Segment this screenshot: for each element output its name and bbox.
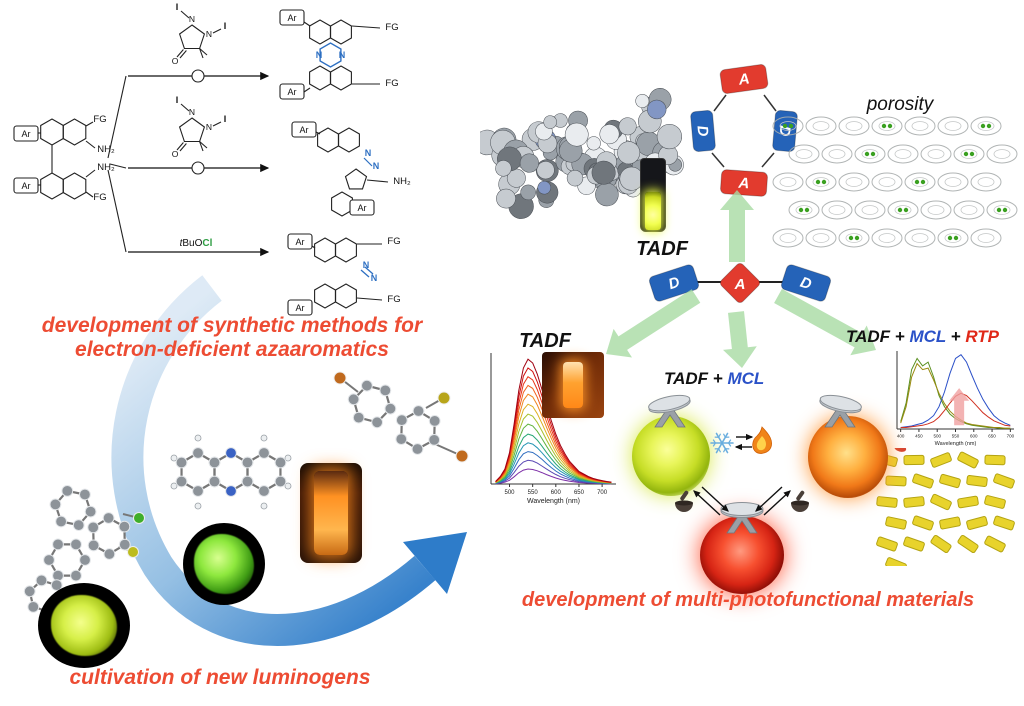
tadf-top-label: TADF	[636, 238, 688, 260]
svg-text:700: 700	[1007, 434, 1015, 439]
workflow-curved-arrow	[111, 275, 467, 646]
molecule-model-brominated	[333, 371, 469, 463]
full-tadf: TADF +	[846, 327, 910, 346]
svg-text:Ar: Ar	[288, 13, 297, 23]
svg-text:700: 700	[597, 490, 608, 496]
svg-text:A: A	[737, 175, 750, 193]
svg-text:500: 500	[505, 490, 516, 496]
svg-text:650: 650	[574, 490, 585, 496]
orange-vial	[314, 471, 348, 555]
tadf-mcl-mcl: MCL	[727, 369, 765, 388]
svg-text:Wavelength (nm): Wavelength (nm)	[527, 498, 580, 505]
svg-text:N: N	[371, 273, 378, 283]
caption-synthetic-line2: electron-deficient azaaromatics	[75, 337, 389, 361]
svg-text:A: A	[734, 276, 746, 293]
molecule-model-diazaacene	[170, 434, 292, 510]
svg-text:600: 600	[970, 434, 978, 439]
caption-synthetic-methods: development of synthetic methods for ele…	[8, 314, 456, 361]
svg-text:N: N	[189, 14, 195, 24]
svg-text:550: 550	[528, 490, 539, 496]
tadf-mcl-label: TADF + MCL	[664, 369, 764, 389]
svg-text:D: D	[694, 125, 712, 137]
svg-text:I: I	[176, 95, 179, 105]
svg-text:FG: FG	[93, 192, 106, 203]
svg-text:600: 600	[551, 490, 562, 496]
molecule-model-spiro	[23, 485, 145, 618]
svg-text:NH₂: NH₂	[97, 144, 115, 155]
svg-text:Wavelength (nm): Wavelength (nm)	[935, 441, 977, 446]
svg-text:O: O	[172, 56, 179, 66]
branching-arrows	[606, 190, 876, 368]
svg-text:N: N	[189, 107, 195, 117]
caption-materials: development of multi-photofunctional mat…	[521, 589, 975, 611]
svg-text:D: D	[666, 274, 682, 294]
svg-text:N: N	[206, 29, 212, 39]
yellow-powder	[632, 416, 710, 496]
tadf-mcl-tadf: TADF +	[664, 369, 728, 388]
svg-text:tBuOCl: tBuOCl	[180, 238, 213, 249]
crystal-packing	[875, 448, 1015, 566]
svg-text:450: 450	[915, 434, 923, 439]
orange-powder	[808, 416, 888, 498]
svg-text:550: 550	[952, 434, 960, 439]
svg-text:Ar: Ar	[22, 181, 31, 191]
svg-text:Ar: Ar	[296, 237, 305, 247]
svg-text:Ar: Ar	[22, 129, 31, 139]
green-crystals-photo	[183, 523, 265, 605]
svg-text:FG: FG	[385, 78, 398, 89]
svg-text:650: 650	[988, 434, 996, 439]
orange-vial-photo	[300, 463, 362, 563]
svg-text:Ar: Ar	[358, 203, 367, 213]
svg-text:FG: FG	[387, 236, 400, 247]
tadf-vial	[640, 158, 666, 232]
svg-text:N: N	[316, 50, 323, 60]
porous-network	[772, 116, 1018, 248]
svg-text:N: N	[365, 148, 372, 158]
svg-text:Ar: Ar	[288, 87, 297, 97]
svg-text:D: D	[798, 274, 814, 294]
full-plus: +	[945, 327, 966, 346]
svg-text:I: I	[224, 21, 227, 31]
svg-text:N: N	[339, 50, 346, 60]
svg-text:NH₂: NH₂	[393, 176, 411, 187]
porosity-label: porosity	[866, 94, 934, 115]
yellow-crystals	[50, 594, 118, 657]
tadf-mcl-rtp-label: TADF + MCL + RTP	[846, 327, 999, 347]
svg-text:N: N	[206, 122, 212, 132]
svg-text:400: 400	[897, 434, 905, 439]
red-powder	[700, 516, 784, 594]
svg-text:500: 500	[933, 434, 941, 439]
svg-text:N: N	[373, 161, 380, 171]
svg-text:I: I	[176, 2, 179, 12]
svg-text:Ar: Ar	[300, 125, 309, 135]
svg-text:Ar: Ar	[296, 303, 305, 313]
svg-text:FG: FG	[93, 114, 106, 125]
mcl-switching-zone	[648, 394, 862, 534]
tadf-photo-inset	[542, 352, 604, 418]
yellow-crystals-photo	[38, 583, 130, 668]
green-crystals	[194, 534, 254, 594]
caption-synthetic-line1: development of synthetic methods for	[41, 314, 423, 337]
caption-luminogens: cultivation of new luminogens	[69, 666, 371, 689]
vial-glow	[644, 192, 662, 230]
svg-text:N: N	[363, 260, 370, 270]
svg-text:I: I	[224, 114, 227, 124]
svg-text:FG: FG	[387, 294, 400, 305]
full-mcl: MCL	[909, 327, 946, 346]
full-rtp: RTP	[965, 327, 1000, 346]
tadf-left-label: TADF	[519, 330, 571, 352]
svg-text:FG: FG	[385, 22, 398, 33]
svg-text:O: O	[172, 149, 179, 159]
svg-text:A: A	[737, 70, 751, 88]
svg-text:NH₂: NH₂	[97, 162, 115, 173]
inset-glowing-vial	[563, 362, 583, 408]
